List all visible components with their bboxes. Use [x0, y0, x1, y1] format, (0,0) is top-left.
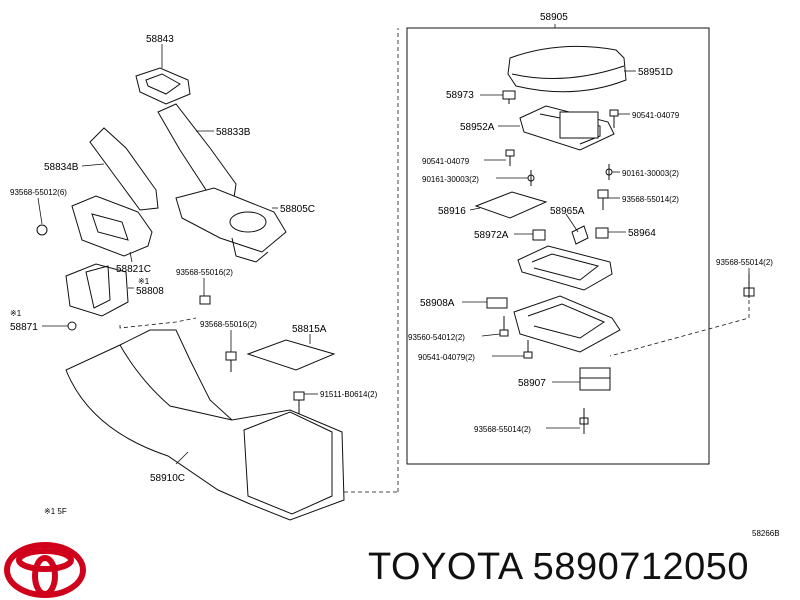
screw-93568-55014-top [597, 189, 609, 210]
trim-58834B-part [89, 127, 159, 211]
label-58815A: 58815A [292, 324, 327, 335]
screw-90541-bottom [523, 340, 533, 359]
label-58972A: 58972A [474, 230, 509, 241]
label-58821C: 58821C [116, 264, 151, 275]
label-58965A: 58965A [550, 206, 585, 217]
clip-58964-part [595, 227, 609, 239]
label-58951D: 58951D [638, 67, 673, 78]
label-90161-right: 90161-30003(2) [622, 169, 679, 178]
label-93568-55012: 93568-55012(6) [10, 188, 67, 197]
label-58916: 58916 [438, 206, 466, 217]
pin-90161-left [527, 170, 535, 186]
label-90161-left: 90161-30003(2) [422, 175, 479, 184]
trim-58833B-part [157, 103, 237, 199]
label-58964: 58964 [628, 228, 656, 239]
bracket-58908A-part [486, 297, 508, 309]
clip-58973-part [502, 90, 516, 104]
label-93568-55014-bottom: 93568-55014(2) [474, 425, 531, 434]
clip-58965A-part [571, 225, 589, 245]
logo-inner-vertical [32, 555, 58, 597]
hinge-frame-part [519, 105, 615, 151]
label-58808: 58808 [136, 286, 164, 297]
label-93560-54012: 93560-54012(2) [408, 333, 465, 342]
shift-bezel-part [135, 67, 191, 105]
label-90541-bottom: 90541-04079(2) [418, 353, 475, 362]
pin-90161-right [605, 164, 613, 180]
screw-90541-top [609, 109, 619, 128]
label-93568-55014-right: 93568-55014(2) [716, 258, 773, 267]
label-90541-left: 90541-04079 [422, 157, 470, 166]
armrest-assembly-box [406, 27, 710, 465]
label-90541-top: 90541-04079 [632, 111, 680, 120]
pad-58815A-part [246, 339, 336, 371]
tray-part [517, 245, 613, 291]
screw-93568-55016-a [199, 295, 211, 305]
bracket-58805C-part [175, 187, 287, 263]
armrest-lid-part [507, 45, 627, 93]
label-93568-55016-a: 93568-55016(2) [176, 268, 233, 277]
label-58805C: 58805C [280, 204, 315, 215]
screw-93568-55014-right [743, 274, 755, 298]
clip-58871-part [67, 321, 77, 331]
screw-93560-54012 [499, 316, 509, 337]
toyota-logo [4, 542, 86, 598]
shift-boot-part [65, 263, 129, 317]
armrest-base-part [513, 295, 621, 353]
screw-93568-55012 [36, 224, 48, 236]
label-93568-55014-top: 93568-55014(2) [622, 195, 679, 204]
brand-caption: TOYOTA 5890712050 [368, 546, 750, 588]
housing-58821C-part [71, 195, 153, 257]
label-58834B: 58834B [44, 162, 79, 173]
screw-90541-left [505, 149, 515, 166]
diagram-code: 58266B [752, 529, 780, 538]
label-58907: 58907 [518, 378, 546, 389]
footnote-text: ※1 5F [44, 507, 67, 516]
console-body-part [65, 329, 345, 521]
hinge-58907-part [579, 367, 611, 391]
clip-58972A-part [532, 229, 546, 241]
label-note1-a: ※1 [138, 277, 150, 286]
label-93568-55016-b: 93568-55016(2) [200, 320, 257, 329]
label-58843: 58843 [146, 34, 174, 45]
label-58908A: 58908A [420, 298, 455, 309]
label-58910C: 58910C [150, 473, 185, 484]
label-58973: 58973 [446, 90, 474, 101]
label-58871: 58871 [10, 322, 38, 333]
pad-58916-part [474, 191, 548, 219]
label-58833B: 58833B [216, 127, 251, 138]
label-note1-b: ※1 [10, 309, 22, 318]
label-58905: 58905 [540, 12, 568, 23]
screw-93568-55016-b [225, 351, 237, 372]
screw-93568-55014-bottom [579, 408, 589, 434]
label-91511: 91511-B0614(2) [320, 390, 378, 399]
logo-inner-horizontal [16, 548, 74, 572]
label-58952A: 58952A [460, 122, 495, 133]
